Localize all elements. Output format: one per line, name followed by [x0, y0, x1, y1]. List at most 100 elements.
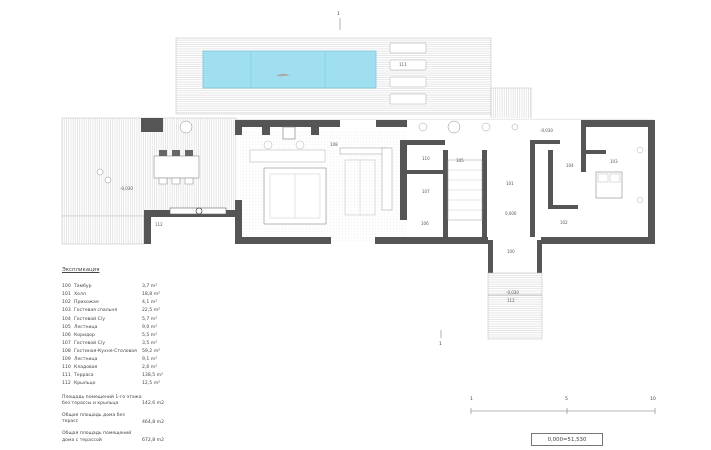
level-hall: 0,000: [505, 211, 517, 216]
explication-name: Гостевой С/у: [74, 340, 106, 346]
explication-area: 3,5 m²: [142, 340, 158, 346]
explication-num: 104: [62, 316, 71, 322]
explication-total-label: Общая площадь помещений дома с терассой: [62, 431, 132, 443]
explication-total-row: Общая площадь дома без терасс 464,8 m2: [62, 413, 172, 425]
elevation-reference-box: 0,000=51,530: [531, 433, 603, 446]
room-tag-101: 101: [506, 181, 514, 186]
explication-area: 18,8 m²: [142, 292, 161, 298]
bedroom-furniture: [595, 146, 644, 204]
explication-num: 101: [62, 292, 71, 298]
kitchen-counter: [339, 147, 393, 211]
explication-area: 59,2 m²: [142, 348, 161, 354]
explication-num: 103: [62, 308, 71, 314]
porch-steps: [487, 272, 543, 340]
explication-num: 102: [62, 300, 71, 306]
terrace-left-steps: [61, 215, 145, 245]
scale-tick-1: 1: [470, 397, 473, 402]
explication-num: 107: [62, 340, 71, 346]
section-mark-label-bottom: 1: [439, 341, 442, 347]
section-mark-label-top: 1: [337, 11, 340, 17]
explication-name: Лестница: [74, 357, 98, 362]
explication-num: 112: [62, 381, 71, 387]
explication-totals: Площадь помещений 1-го этажа без терассы…: [62, 395, 172, 444]
explication-name: Тамбур: [74, 284, 92, 290]
explication-total-label: Площадь помещений 1-го этажа без терассы…: [62, 394, 142, 406]
level-terrace-right: -0,030: [540, 128, 553, 133]
explication-total-value: 142,6 m2: [142, 401, 165, 407]
terrace-right-steps: [490, 87, 532, 124]
explication-name: Коридор: [74, 332, 95, 338]
stairs-105: [447, 159, 483, 221]
room-tag-112-porch: 112: [507, 298, 515, 303]
explication-num: 108: [62, 348, 71, 354]
explication-area: 5,5 m²: [142, 332, 158, 338]
outdoor-dining-table: [96, 150, 200, 185]
section-mark-bottom: 1: [439, 330, 442, 347]
terrace-left: [61, 117, 237, 217]
explication-num: 111: [62, 373, 71, 379]
entrance-wall-right: [537, 240, 542, 273]
explication-total-row: Общая площадь помещений дома с терассой 6…: [62, 431, 172, 443]
scale-tick-10: 10: [650, 397, 656, 402]
explication-name: Холл: [74, 292, 86, 298]
room-tag-105: 105: [456, 158, 464, 163]
explication-name: Терраса: [74, 373, 94, 379]
room-tag-111: 111: [399, 62, 407, 67]
level-entry: -0,030: [506, 290, 519, 295]
scale-tick-5: 5: [565, 397, 568, 402]
explication-total-value: 464,8 m2: [142, 419, 165, 425]
scale-labels: 1 5 10: [470, 397, 660, 405]
explication-num: 100: [62, 284, 71, 290]
swimmer-icon: [276, 73, 290, 77]
living-room-furniture: [249, 126, 327, 225]
explication-total-value: 672,8 m2: [142, 438, 165, 444]
sun-loungers: [389, 42, 427, 105]
explication-total-row: Площадь помещений 1-го этажа без терассы…: [62, 395, 172, 407]
explication-total-label: Общая площадь дома без терасс: [62, 413, 125, 425]
explication-num: 105: [62, 324, 71, 330]
explication-name: Лестница: [74, 324, 98, 330]
explication-num: 106: [62, 332, 71, 338]
room-tag-104: 104: [566, 163, 574, 168]
fireplace-icon: [195, 207, 203, 215]
explication-title: Экспликация: [62, 267, 100, 273]
inner-walls: [400, 120, 606, 237]
explication-area: 9,0 m²: [142, 324, 158, 330]
explication-name: Гостевая спальня: [74, 308, 118, 314]
explication-name: Гостиная-Кухня-Столовая: [74, 348, 137, 354]
explication-num: 109: [62, 357, 71, 362]
planter-icon: [179, 120, 193, 134]
explication-area: 3,7 m²: [142, 284, 158, 290]
terrace-chairs: [418, 120, 519, 134]
room-tag-112: 112: [155, 222, 163, 227]
explication-area: 5,7 m²: [142, 316, 158, 322]
room-tag-107: 107: [422, 189, 430, 194]
explication-area: 12,5 m²: [142, 381, 161, 387]
explication-num: 110: [62, 365, 71, 371]
explication-name: Крыльцо: [74, 381, 96, 387]
explication-area: 9,1 m²: [142, 357, 158, 362]
room-tag-102: 102: [560, 220, 568, 225]
stairs-109: [344, 159, 376, 216]
room-tag-103: 103: [610, 159, 618, 164]
pool: [202, 50, 377, 89]
level-terrace-left: -0,030: [120, 186, 133, 191]
explication-name: Кладовая: [74, 365, 98, 371]
entrance-wall-left: [488, 240, 493, 273]
explication-area: 22,5 m²: [142, 308, 161, 314]
